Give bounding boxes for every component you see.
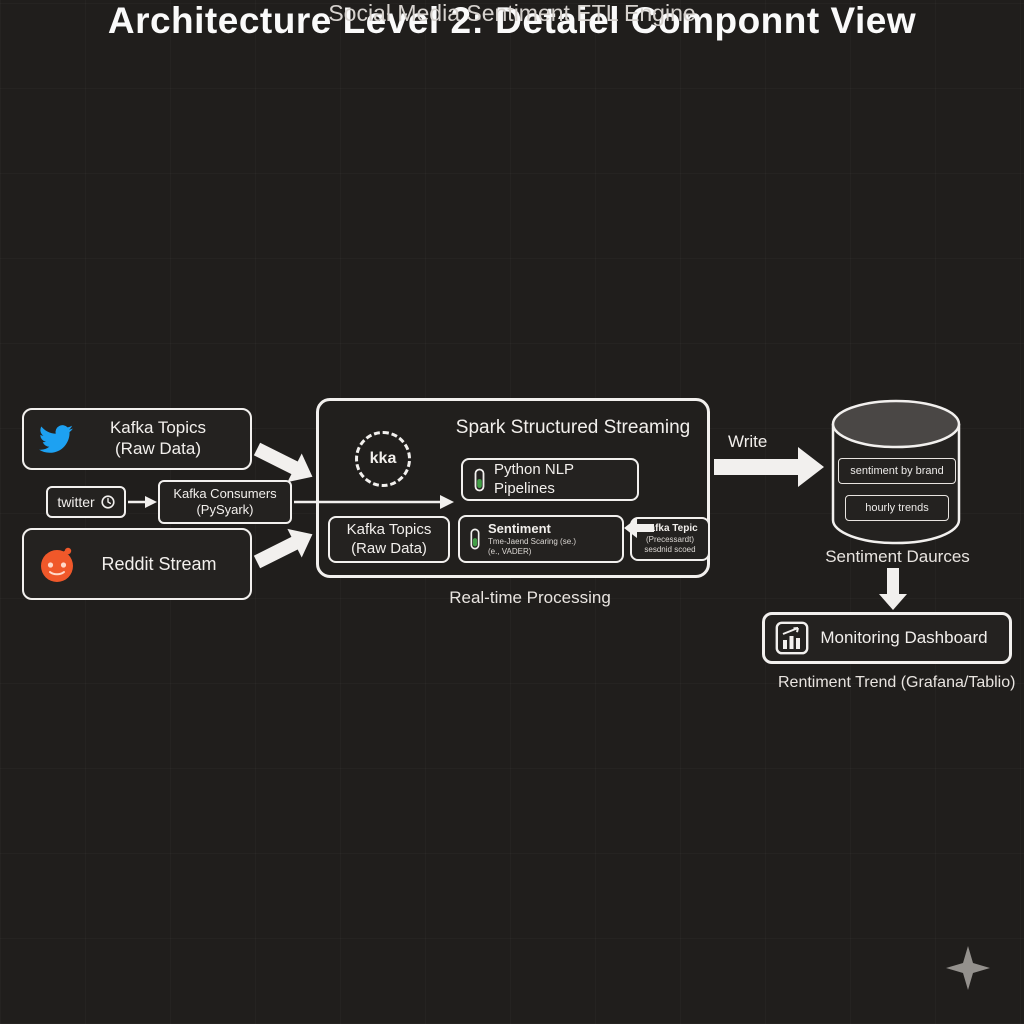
sparkle-icon bbox=[944, 944, 992, 992]
reddit-stream-node: Reddit Stream bbox=[22, 528, 252, 600]
kafka-logo-icon: kka bbox=[355, 431, 411, 487]
dashboard-caption: Rentiment Trend (Grafana/Tablio) bbox=[778, 674, 1016, 691]
arrow-write-to-database bbox=[714, 447, 824, 487]
kafka-consumers-node: Kafka Consumers (PySyark) bbox=[158, 480, 292, 524]
kafka-topic-processed-label: Kafka Tepic (Precessardt) sesdnid scoed bbox=[642, 522, 698, 555]
twitter-node-label: Kafka Topics (Raw Data) bbox=[109, 418, 207, 458]
vial-icon bbox=[469, 528, 481, 550]
kafka-consumers-label: Kafka Consumers (PySyark) bbox=[173, 486, 277, 517]
realtime-processing-caption: Real-time Processing bbox=[449, 588, 611, 607]
twitter-tag-label: twitter bbox=[57, 494, 95, 510]
reddit-node-label: Reddit Stream bbox=[101, 553, 217, 574]
sentiment-scoring-node: Sentiment Tme-Jaend Scaring (se.) (e., V… bbox=[458, 515, 624, 563]
write-label: Write bbox=[728, 432, 768, 451]
kafka-topic-processed-node: Kafka Tepic (Precessardt) sesdnid scoed bbox=[630, 517, 710, 561]
python-nlp-label: Python NLP Pipelines bbox=[494, 461, 575, 497]
chart-icon bbox=[775, 621, 809, 655]
page-title: Architecture Level 2: Detaiel Componnt V… bbox=[107, 0, 917, 41]
spark-structured-streaming-node: Spark Structured Streaming kka Python NL… bbox=[316, 398, 710, 578]
arrowhead-tag-to-consumers bbox=[145, 496, 157, 508]
arrow-reddit-to-spark bbox=[253, 528, 313, 569]
monitoring-dashboard-node: Monitoring Dashboard bbox=[762, 612, 1012, 664]
clock-icon bbox=[101, 495, 115, 509]
twitter-kafka-topics-node: Kafka Topics (Raw Data) bbox=[22, 408, 252, 470]
twitter-tag-node: twitter bbox=[46, 486, 126, 518]
monitoring-dashboard-label: Monitoring Dashboard bbox=[820, 628, 988, 647]
kafka-topics-raw-label: Kafka Topics (Raw Data) bbox=[346, 521, 432, 557]
python-nlp-node: Python NLP Pipelines bbox=[461, 458, 639, 501]
database-caption: Sentiment Daurces bbox=[825, 547, 970, 566]
vial-icon bbox=[473, 468, 486, 492]
page-subtitle: Social Media Sentiment ETL Engine bbox=[328, 0, 696, 26]
sentiment-scoring-label: Sentiment Tme-Jaend Scaring (se.) (e., V… bbox=[488, 521, 577, 556]
twitter-icon bbox=[36, 422, 76, 456]
db-row-sentiment-by-brand: sentiment by brand bbox=[838, 458, 956, 484]
spark-title: Spark Structured Streaming bbox=[455, 417, 691, 438]
db-row-hourly-trends: hourly trends bbox=[845, 495, 949, 521]
kafka-topics-raw-node: Kafka Topics (Raw Data) bbox=[328, 516, 450, 563]
arrow-database-to-dashboard bbox=[879, 568, 907, 610]
reddit-icon bbox=[36, 543, 78, 585]
